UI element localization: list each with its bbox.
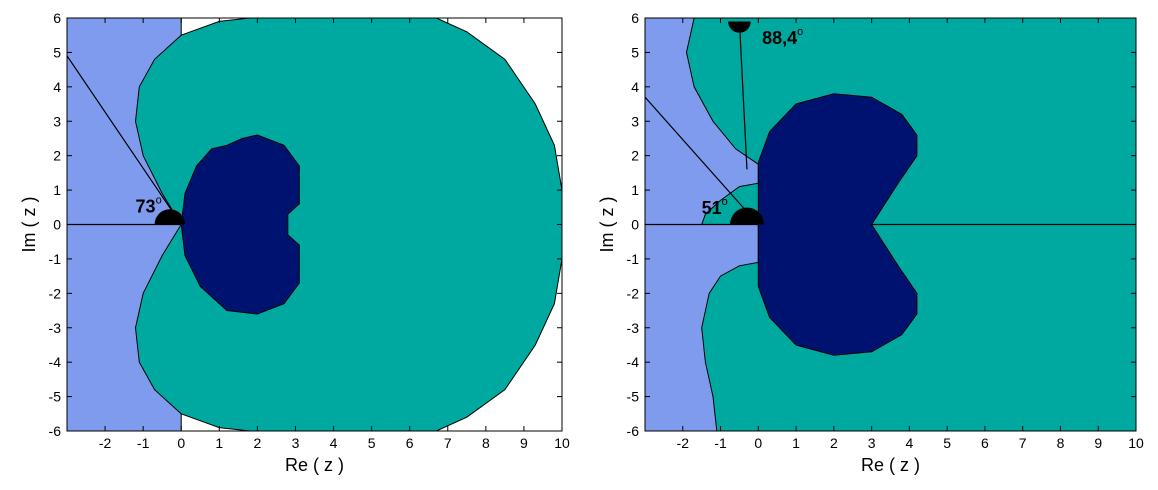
right-x-tick-label: 4 (905, 435, 913, 451)
left-y-tick-label: 2 (53, 148, 61, 164)
left-x-tick-label: -1 (137, 435, 150, 451)
right-x-tick-label: 5 (943, 435, 951, 451)
right-y-tick-label: 1 (631, 182, 639, 198)
right-x-tick-label: 9 (1094, 435, 1102, 451)
chart-right: -2 -1 0 1 2 3 4 5 6 7 8 9 10 -6 -5 -4 -3 -2 -1 0 1 2 3 4 5 6 Re ( … (578, 0, 1158, 490)
left-y-tick-label: -3 (49, 320, 62, 336)
right-x-tick-label: 2 (830, 435, 838, 451)
left-y-tick-label: -6 (49, 423, 62, 439)
right-y-tick-label: 0 (631, 217, 639, 233)
right-angle-label-top: 88,4o (762, 26, 803, 48)
left-y-tick-label: -1 (49, 251, 62, 267)
right-x-tick-label: -2 (677, 435, 690, 451)
right-y-tick-label: -6 (627, 423, 640, 439)
left-inner-region (180, 134, 300, 315)
left-angle-sector (154, 209, 186, 225)
left-y-tick-label: 1 (53, 182, 61, 198)
left-x-tick-label: -2 (99, 435, 112, 451)
right-x-tick-label: 6 (981, 435, 989, 451)
right-y-tick-label: 2 (631, 148, 639, 164)
right-x-tick-label: 10 (1128, 435, 1144, 451)
left-plot-area (67, 18, 562, 431)
right-angle-sector (729, 207, 764, 225)
left-angle-label: 73o (136, 194, 162, 216)
right-y-tick-label: -2 (627, 285, 640, 301)
left-y-tick-label: -2 (49, 285, 62, 301)
right-y-axis-label: Im ( z ) (597, 197, 617, 253)
left-y-tick-label: 3 (53, 113, 61, 129)
chart-left-svg: -2 -1 0 1 2 3 4 5 6 7 8 9 10 -6 -5 -4 -3 -2 -1 0 1 2 3 4 5 6 Re ( … (19, 10, 570, 475)
right-y-tick-label: 3 (631, 113, 639, 129)
left-x-axis-label: Re ( z ) (285, 455, 344, 475)
left-x-tick-label: 6 (406, 435, 414, 451)
left-x-tick-label: 10 (554, 435, 570, 451)
left-y-tick-label: 5 (53, 44, 61, 60)
right-y-tick-label: 5 (631, 44, 639, 60)
left-x-tick-label: 5 (368, 435, 376, 451)
left-y-tick-label: -5 (49, 389, 62, 405)
right-x-tick-label: 7 (1019, 435, 1027, 451)
left-x-tick-label: 7 (444, 435, 452, 451)
chart-right-svg: -2 -1 0 1 2 3 4 5 6 7 8 9 10 -6 -5 -4 -3 -2 -1 0 1 2 3 4 5 6 Re ( … (597, 10, 1144, 475)
right-x-tick-label: 8 (1057, 435, 1065, 451)
right-y-tick-label: 6 (631, 10, 639, 26)
left-y-tick-label: 4 (53, 79, 61, 95)
left-ray-1 (67, 55, 182, 225)
right-middle-region (685, 18, 1136, 225)
left-y-tick-label: 0 (53, 217, 61, 233)
right-inner-region (757, 93, 918, 356)
right-x-axis-label: Re ( z ) (861, 455, 920, 475)
right-ray-2 (645, 96, 759, 225)
right-x-tick-label: 1 (792, 435, 800, 451)
left-y-axis-label: Im ( z ) (19, 197, 39, 253)
right-y-tick-label: -1 (627, 251, 640, 267)
left-x-tick-label: 2 (253, 435, 261, 451)
right-y-tick-label: -5 (627, 389, 640, 405)
right-x-tick-label: 3 (868, 435, 876, 451)
left-x-tick-label: 1 (215, 435, 223, 451)
right-y-tick-label: -3 (627, 320, 640, 336)
left-middle-region (134, 18, 562, 431)
left-x-tick-label: 0 (177, 435, 185, 451)
left-x-tick-label: 3 (292, 435, 300, 451)
left-x-tick-label: 8 (482, 435, 490, 451)
left-x-tick-label: 4 (330, 435, 338, 451)
chart-left: -2 -1 0 1 2 3 4 5 6 7 8 9 10 -6 -5 -4 -3 -2 -1 0 1 2 3 4 5 6 Re ( … (0, 0, 578, 490)
right-y-tick-label: 4 (631, 79, 639, 95)
right-x-tick-label: 0 (754, 435, 762, 451)
right-x-tick-label: -1 (714, 435, 727, 451)
right-y-tick-label: -4 (627, 354, 640, 370)
right-plot-area (645, 18, 1136, 431)
left-y-tick-label: 6 (53, 10, 61, 26)
left-y-tick-label: -4 (49, 354, 62, 370)
left-x-tick-label: 9 (520, 435, 528, 451)
right-angle-label: 51o (702, 196, 728, 218)
right-ray-3 (738, 21, 748, 170)
